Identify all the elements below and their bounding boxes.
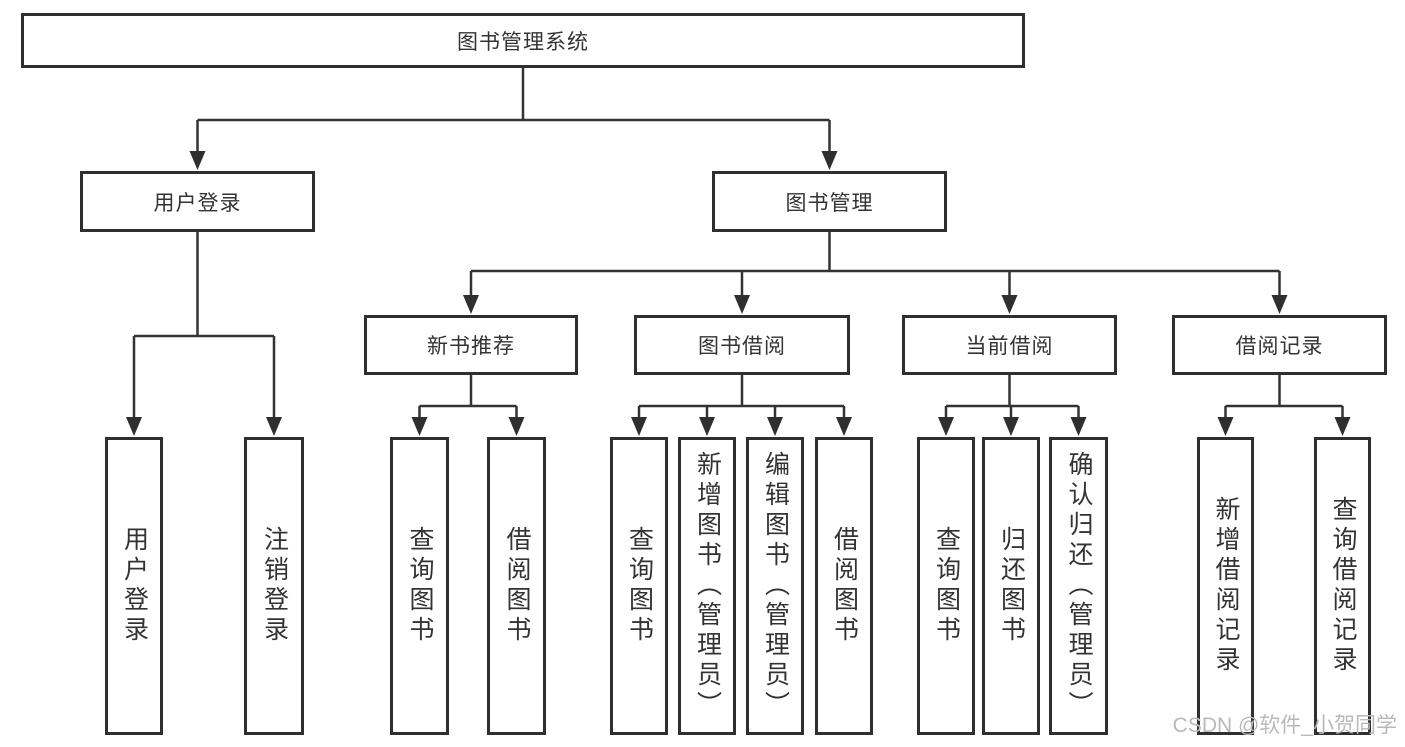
node-leaf-bb-query-books-label: 查询图书 [625,526,654,646]
node-leaf-bb-borrow-books-label: 借阅图书 [830,526,859,646]
node-user-login-branch: 用户登录 [80,171,315,232]
node-root-system: 图书管理系统 [21,13,1025,68]
node-book-management-branch-label: 图书管理 [785,191,874,215]
node-borrow-record-label: 借阅记录 [1235,335,1324,358]
node-book-management-branch: 图书管理 [712,171,947,232]
node-leaf-bb-query-books: 查询图书 [610,437,668,735]
node-leaf-nb-borrow-books: 借阅图书 [487,437,546,735]
node-leaf-cb-query-books: 查询图书 [917,437,975,735]
node-leaf-br-add-record-label: 新增借阅记录 [1212,496,1240,676]
node-leaf-cb-return-books: 归还图书 [982,437,1040,735]
node-leaf-nb-query-books: 查询图书 [390,437,449,735]
node-leaf-logout: 注销登录 [244,437,304,735]
node-leaf-cb-query-books-label: 查询图书 [932,526,961,646]
node-leaf-bb-add-books-admin: 新增图书（管理员） [678,437,736,735]
node-current-borrow-label: 当前借阅 [965,335,1054,358]
node-leaf-logout-label: 注销登录 [260,526,289,646]
node-leaf-bb-edit-books-admin-label: 编辑图书（管理员） [761,451,790,721]
node-leaf-bb-borrow-books: 借阅图书 [815,437,873,735]
node-user-login-branch-label: 用户登录 [153,191,242,215]
node-leaf-br-add-record: 新增借阅记录 [1197,437,1254,735]
node-leaf-bb-edit-books-admin: 编辑图书（管理员） [746,437,804,735]
node-book-borrow-label: 图书借阅 [698,335,786,358]
node-leaf-nb-query-books-label: 查询图书 [406,526,434,646]
node-new-book-recommend-label: 新书推荐 [427,335,515,358]
node-leaf-br-query-record-label: 查询借阅记录 [1329,496,1357,676]
node-current-borrow: 当前借阅 [902,315,1117,375]
node-leaf-user-login-label: 用户登录 [120,526,149,646]
node-leaf-br-query-record: 查询借阅记录 [1314,437,1371,735]
node-leaf-bb-add-books-admin-label: 新增图书（管理员） [693,451,722,721]
node-leaf-user-login: 用户登录 [105,437,163,735]
node-new-book-recommend: 新书推荐 [364,315,578,375]
node-book-borrow: 图书借阅 [634,315,850,375]
node-leaf-cb-confirm-return-admin: 确认归还（管理员） [1049,437,1108,735]
csdn-watermark: CSDN @软件_小贺同学 [1172,714,1397,737]
node-root-system-label: 图书管理系统 [457,30,589,54]
node-borrow-record: 借阅记录 [1172,315,1387,375]
node-leaf-cb-return-books-label: 归还图书 [997,526,1026,646]
node-leaf-cb-confirm-return-admin-label: 确认归还（管理员） [1065,451,1093,721]
node-leaf-nb-borrow-books-label: 借阅图书 [503,526,531,646]
